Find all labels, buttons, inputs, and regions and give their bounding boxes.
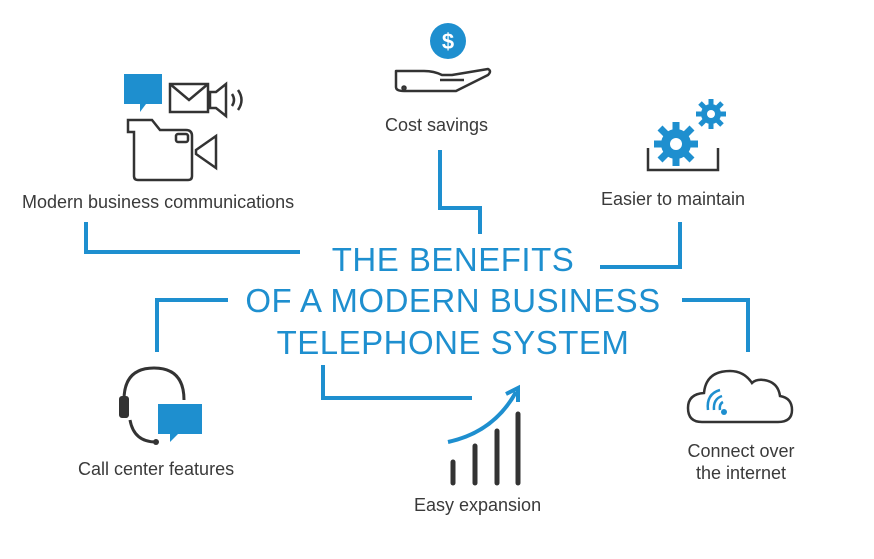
title-line-1: THE BENEFITS: [331, 241, 575, 278]
connector-internet: [682, 298, 750, 352]
connector-call-center: [155, 298, 228, 352]
title-line-3: TELEPHONE SYSTEM: [276, 324, 630, 361]
label-communications: Modern business communications: [22, 192, 295, 212]
label-call-center: Call center features: [78, 459, 235, 479]
connector-cost-savings: [438, 150, 482, 234]
label-internet-line-1: Connect over: [687, 441, 795, 461]
label-internet: Connect over the internet: [676, 440, 806, 484]
label-internet-line-2: the internet: [695, 463, 787, 483]
label-expansion: Easy expansion: [414, 495, 542, 515]
connector-maintain: [600, 222, 682, 269]
connector-expansion: [321, 365, 472, 400]
title-line-2: OF A MODERN BUSINESS: [245, 282, 661, 319]
label-maintain: Easier to maintain: [601, 189, 746, 209]
connector-communications: [84, 222, 300, 254]
label-cost-savings: Cost savings: [385, 115, 489, 135]
svg-text:$: $: [442, 29, 454, 54]
